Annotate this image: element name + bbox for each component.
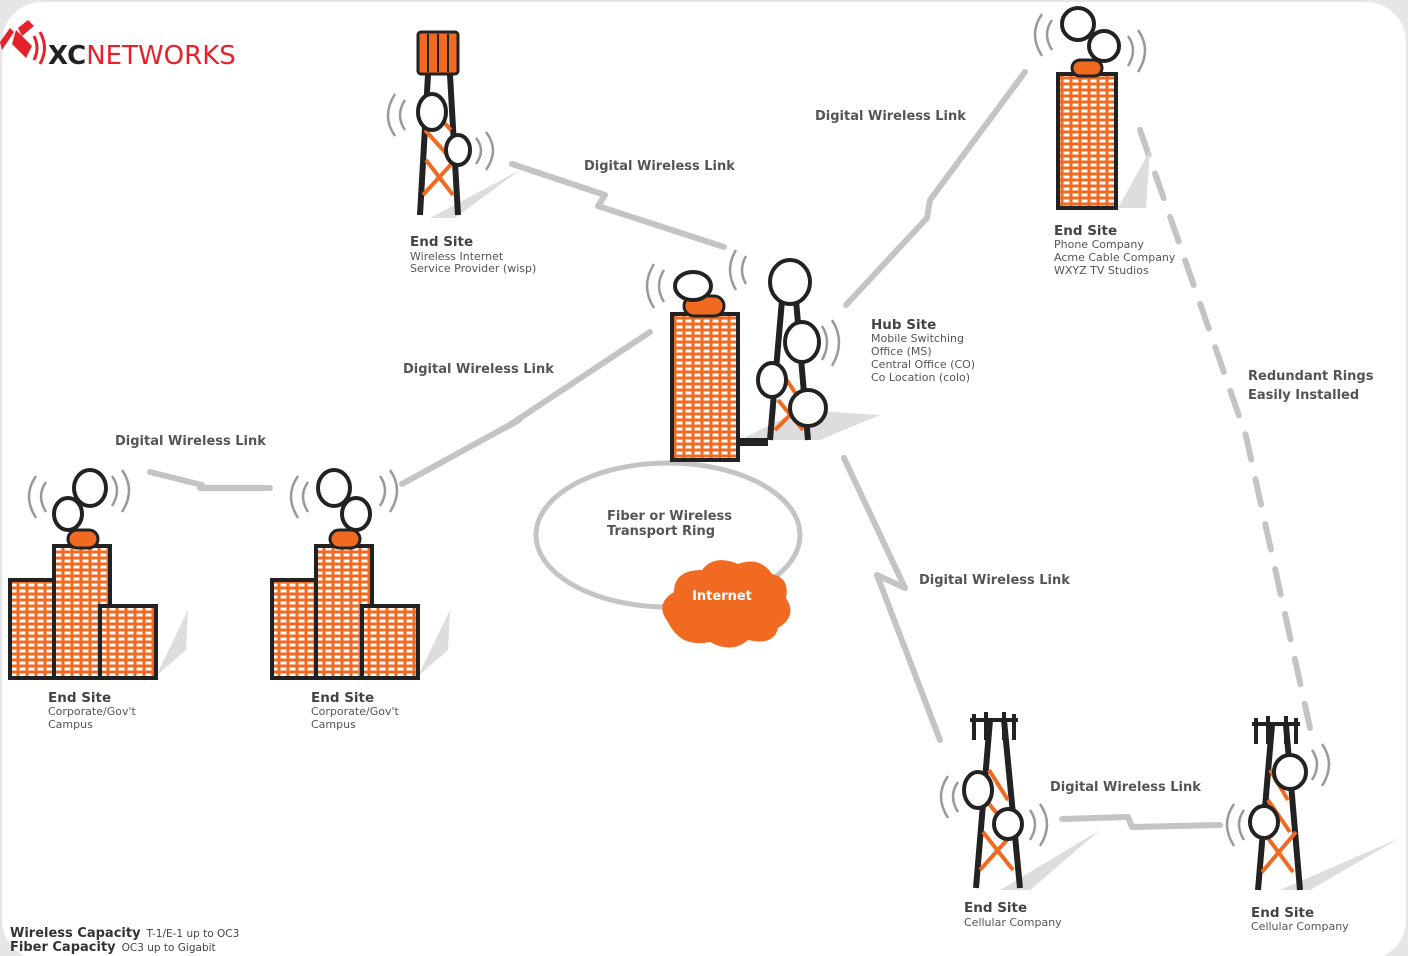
cell-right-tower-icon[interactable]: [1225, 716, 1400, 891]
link-label-cellular-hub: Digital Wireless Link: [919, 573, 1070, 588]
link-campus-campus: [147, 469, 273, 491]
svg-text:Mobile Switching: Mobile Switching: [871, 332, 964, 345]
svg-text:Phone Company: Phone Company: [1054, 238, 1144, 251]
link-campus-hub: [399, 329, 653, 487]
redundant-rings-label: Redundant Rings Easily Installed: [1248, 369, 1374, 403]
svg-text:Cellular Company: Cellular Company: [1251, 920, 1349, 933]
redundant-ring-dashed: [1137, 127, 1313, 731]
wisp-tower-icon[interactable]: [386, 30, 520, 218]
internet-cloud-icon[interactable]: Internet: [662, 560, 791, 648]
link-wisp-hub: [509, 161, 727, 250]
logo-brand-rest: NETWORKS: [86, 41, 236, 71]
xc-networks-logo[interactable]: XCNETWORKS: [0, 20, 236, 71]
svg-text:Redundant Rings: Redundant Rings: [1248, 369, 1374, 384]
svg-text:Campus: Campus: [48, 718, 93, 731]
svg-text:Office (MS): Office (MS): [871, 345, 932, 358]
svg-text:End Site: End Site: [964, 900, 1027, 916]
svg-text:Fiber or Wireless: Fiber or Wireless: [607, 509, 732, 524]
svg-text:End Site: End Site: [1251, 905, 1314, 921]
svg-text:End Site: End Site: [48, 690, 111, 706]
site-label-campus-left: End Site Corporate/Gov't Campus: [48, 690, 136, 731]
svg-text:Service Provider (wisp): Service Provider (wisp): [410, 262, 536, 275]
svg-text:Easily Installed: Easily Installed: [1248, 388, 1359, 403]
svg-text:Acme Cable Company: Acme Cable Company: [1054, 251, 1176, 264]
svg-text:Cellular Company: Cellular Company: [964, 916, 1062, 929]
svg-text:Central Office (CO): Central Office (CO): [871, 358, 975, 371]
phone-company-building-icon[interactable]: [1033, 6, 1150, 210]
link-label-campus-hub: Digital Wireless Link: [403, 362, 554, 377]
svg-text:Wireless Internet: Wireless Internet: [410, 250, 504, 263]
svg-text:Corporate/Gov't: Corporate/Gov't: [311, 705, 399, 718]
internet-label: Internet: [692, 589, 752, 604]
site-label-wisp: End Site Wireless Internet Service Provi…: [410, 234, 536, 275]
svg-text:Co Location (colo): Co Location (colo): [871, 371, 970, 384]
site-label-phone: End Site Phone Company Acme Cable Compan…: [1054, 223, 1176, 277]
svg-text:End Site: End Site: [311, 690, 374, 706]
link-label-phone: Digital Wireless Link: [815, 109, 966, 124]
link-label-wisp: Digital Wireless Link: [584, 159, 735, 174]
site-label-cell-left: End Site Cellular Company: [964, 900, 1062, 929]
campus-left-buildings-icon[interactable]: [8, 468, 188, 680]
link-hub-cellular: [841, 455, 943, 743]
site-label-campus-mid: End Site Corporate/Gov't Campus: [311, 690, 399, 731]
hub-building-icon[interactable]: [645, 249, 880, 462]
link-cellular-cellular: [1059, 814, 1223, 830]
link-label-cellular-cellular: Digital Wireless Link: [1050, 780, 1201, 795]
transport-ring-label: Fiber or Wireless Transport Ring: [607, 509, 732, 539]
svg-text:Corporate/Gov't: Corporate/Gov't: [48, 705, 136, 718]
site-label-cell-right: End Site Cellular Company: [1251, 905, 1349, 933]
link-label-campus-campus: Digital Wireless Link: [115, 434, 266, 449]
campus-mid-buildings-icon[interactable]: [270, 468, 450, 680]
svg-text:End Site: End Site: [1054, 223, 1117, 239]
logo-brand-bold: XC: [48, 41, 86, 71]
logo-text: XCNETWORKS: [48, 41, 236, 71]
svg-text:Hub Site: Hub Site: [871, 317, 936, 333]
link-hub-phone: [843, 69, 1028, 308]
cell-left-tower-icon[interactable]: [939, 712, 1100, 890]
svg-text:Campus: Campus: [311, 718, 356, 731]
site-label-hub: Hub Site Mobile Switching Office (MS) Ce…: [871, 317, 975, 384]
svg-text:End Site: End Site: [410, 234, 473, 250]
svg-text:Transport Ring: Transport Ring: [607, 524, 715, 539]
logo-mark-icon: [0, 20, 34, 58]
svg-text:WXYZ TV Studios: WXYZ TV Studios: [1054, 264, 1149, 277]
